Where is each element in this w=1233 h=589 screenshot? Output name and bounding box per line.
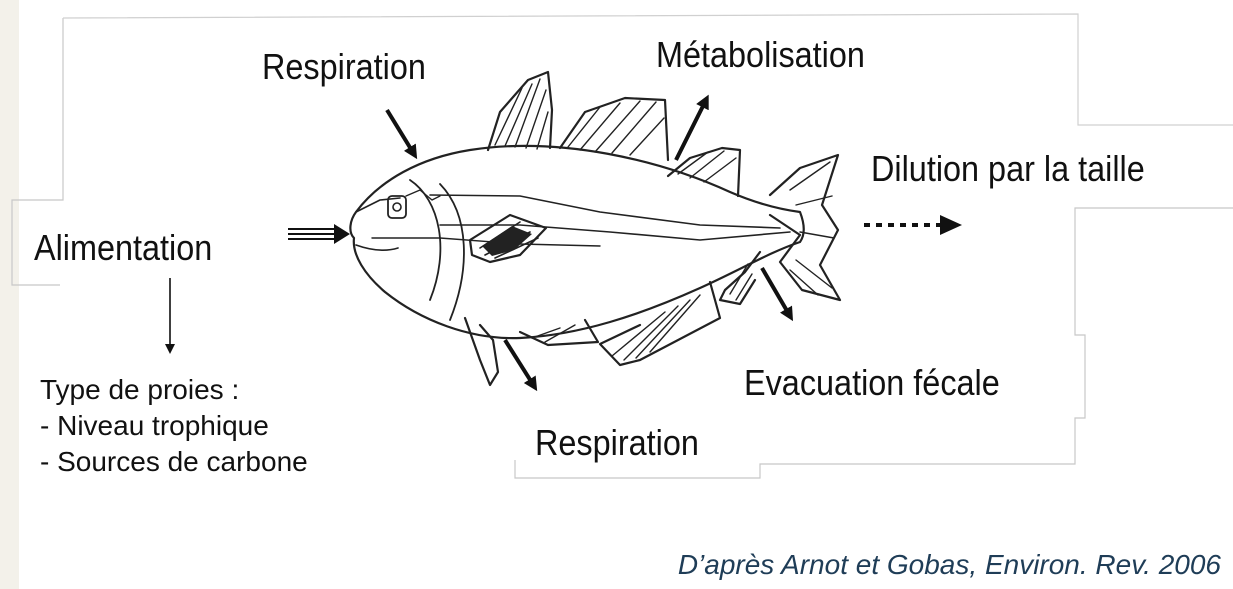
feeding-arrow xyxy=(288,224,350,244)
metabolism-label: Métabolisation xyxy=(656,34,865,76)
prey-type-list: Type de proies : - Niveau trophique - So… xyxy=(40,372,308,480)
fecal-arrow xyxy=(762,268,790,316)
respiration-in-arrow xyxy=(387,110,414,154)
prey-type-heading: Type de proies : xyxy=(40,372,308,408)
prey-item-trophic-level: - Niveau trophique xyxy=(40,408,308,444)
fecal-label: Evacuation fécale xyxy=(744,362,1000,404)
growth-dilution-label: Dilution par la taille xyxy=(871,148,1145,190)
respiration-in-label: Respiration xyxy=(262,46,426,88)
source-citation: D’après Arnot et Gobas, Environ. Rev. 20… xyxy=(678,549,1221,581)
respiration-out-label: Respiration xyxy=(535,422,699,464)
prey-item-carbon-sources: - Sources de carbone xyxy=(40,444,308,480)
respiration-out-arrow xyxy=(505,340,534,386)
metabolism-arrow xyxy=(676,100,706,160)
feeding-label: Alimentation xyxy=(34,227,212,269)
